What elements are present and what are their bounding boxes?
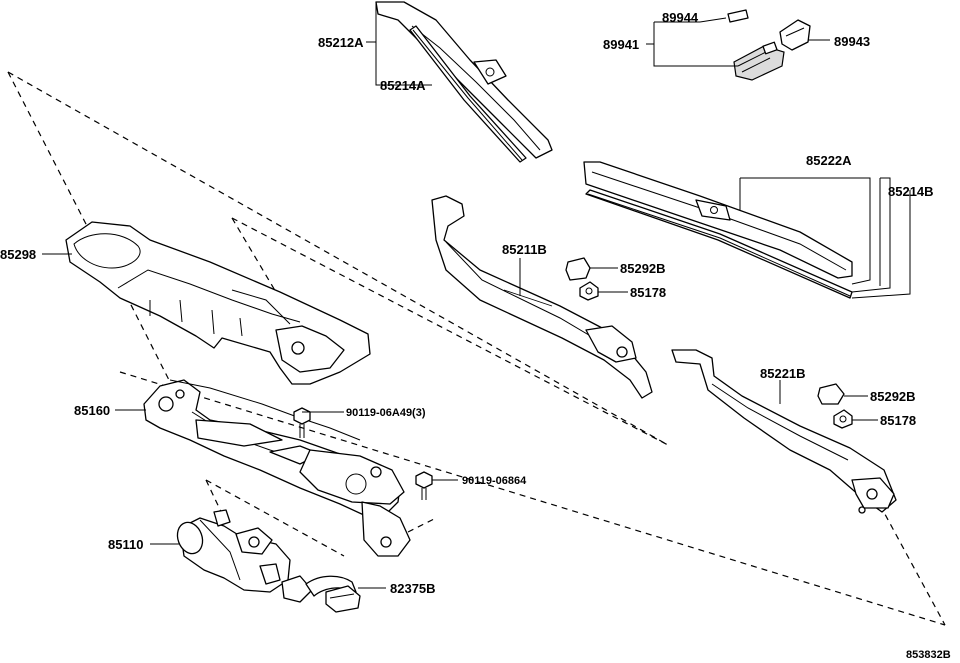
label-89943: 89943 [834,34,870,49]
label-85221b: 85221B [760,366,806,381]
label-85178-bottom: 85178 [880,413,916,428]
label-85222a: 85222A [806,153,852,168]
connector-89941 [733,41,785,81]
nut-85178-top [579,281,599,301]
label-85212a: 85212A [318,35,364,50]
label-85292b-top: 85292B [620,261,666,276]
label-85211b: 85211B [502,242,547,257]
nut-85178-bottom [833,409,853,429]
bolt-90119-06864 [415,471,433,500]
wiper-motor-85110 [176,509,291,593]
cap-89943 [779,19,811,51]
label-85214b: 85214B [888,184,934,199]
front-wiper-rubber-85214a [409,25,527,163]
wiper-blade-85222a [583,161,853,279]
label-90119-06864: 90119-06864 [462,475,527,487]
wire-harness-82375b [281,575,361,613]
label-82375b: 82375B [390,581,436,596]
assembly-dashed-lines [7,71,946,626]
label-90119-06a49: 90119-06A49(3) [346,407,426,419]
cap-85292b-top [565,257,591,281]
label-85214a: 85214A [380,78,426,93]
label-85298: 85298 [0,247,36,262]
wiper-arm-85211b [431,195,653,399]
label-85292b-bottom: 85292B [870,389,916,404]
label-85178-top: 85178 [630,285,666,300]
wiper-arm-85221b [671,349,897,514]
label-85110: 85110 [108,537,143,552]
label-85160: 85160 [74,403,110,418]
cowl-cover-85298 [65,221,371,385]
wiper-linkage-85160 [143,379,411,557]
cap-85292b-bottom [817,383,845,405]
drawing-number: 853832B [906,649,951,661]
leader-lines [42,2,911,589]
label-89944: 89944 [662,10,699,25]
clip-89944 [727,9,749,23]
label-89941: 89941 [603,37,639,52]
part-labels: 85212A 85214A 89944 89941 89943 85222A 8… [0,10,951,661]
